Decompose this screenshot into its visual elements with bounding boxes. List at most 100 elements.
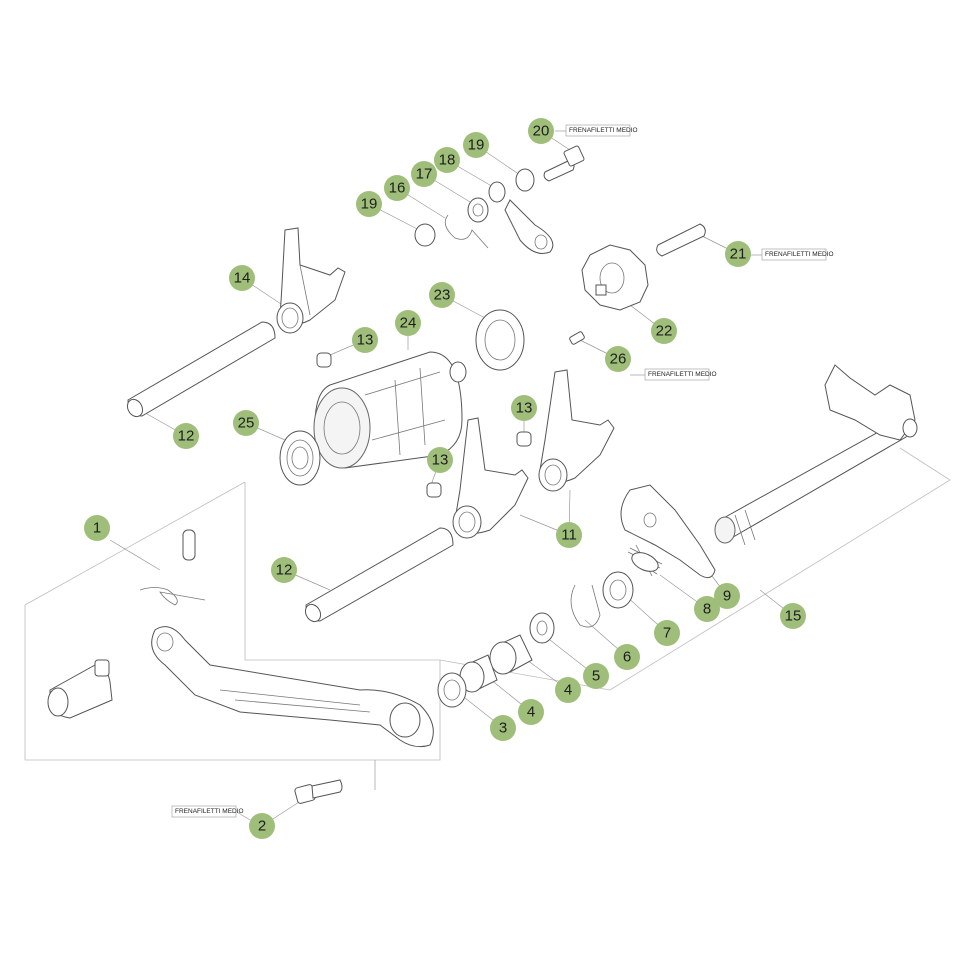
callout-number: 14 xyxy=(234,270,251,287)
callout-20: 20 xyxy=(528,118,554,144)
screw-21 xyxy=(656,223,706,257)
callout-number: 2 xyxy=(258,818,266,835)
callout-circle xyxy=(518,699,544,725)
callout-15: 15 xyxy=(780,603,806,629)
callout-number: 19 xyxy=(361,196,378,213)
callout-25: 25 xyxy=(233,410,259,436)
callout-circle xyxy=(463,132,489,158)
callout-circle xyxy=(605,346,631,372)
callout-number: 13 xyxy=(516,400,533,417)
notes: FRENAFILETTI MEDIO FRENAFILETTI MEDIO FR… xyxy=(171,124,834,818)
callout-13: 13 xyxy=(352,327,378,353)
callout-7: 7 xyxy=(654,620,680,646)
callout-circle xyxy=(271,557,297,583)
selector-drum xyxy=(313,351,467,469)
callout-circle xyxy=(352,327,378,353)
callout-circle xyxy=(229,265,255,291)
callout-number: 8 xyxy=(703,601,711,618)
callout-circle xyxy=(780,603,806,629)
callout-4: 4 xyxy=(555,677,581,703)
callout-circle xyxy=(614,644,640,670)
callout-number: 1 xyxy=(93,520,101,537)
callout-circle xyxy=(725,241,751,267)
callout-circle xyxy=(233,410,259,436)
callout-number: 12 xyxy=(178,428,195,445)
callout-number: 13 xyxy=(357,332,374,349)
note-box xyxy=(644,368,710,381)
callout-number: 4 xyxy=(564,682,572,699)
callout-13: 13 xyxy=(511,395,537,421)
callout-12: 12 xyxy=(271,557,297,583)
note-box xyxy=(565,124,631,137)
screw-26 xyxy=(569,331,585,345)
callout-19: 19 xyxy=(463,132,489,158)
callout-number: 6 xyxy=(623,649,631,666)
note-threadlocker-20: FRENAFILETTI MEDIO xyxy=(565,124,638,137)
callout-number: 19 xyxy=(468,137,485,154)
parts xyxy=(47,145,918,804)
callout-number: 25 xyxy=(238,415,255,432)
note-text: FRENAFILETTI MEDIO xyxy=(648,371,717,378)
callout-21: 21 xyxy=(725,241,751,267)
callout-circle xyxy=(173,423,199,449)
shift-shaft-15 xyxy=(714,364,918,546)
note-text: FRENAFILETTI MEDIO xyxy=(765,251,834,258)
callout-number: 18 xyxy=(439,152,456,169)
shift-fork-upper xyxy=(276,227,346,334)
callout-2: 2 xyxy=(249,813,275,839)
note-box xyxy=(761,248,827,261)
callout-number: 3 xyxy=(499,720,507,737)
callout-number: 13 xyxy=(432,452,449,469)
small-hardware xyxy=(414,168,535,249)
callout-24: 24 xyxy=(395,310,421,336)
bolt-2 xyxy=(294,779,343,804)
callout-circle xyxy=(583,663,609,689)
callout-number: 12 xyxy=(276,562,293,579)
callout-circle xyxy=(714,583,740,609)
callout-number: 26 xyxy=(610,351,627,368)
callout-12: 12 xyxy=(173,423,199,449)
callout-number: 23 xyxy=(434,287,451,304)
callout-circle xyxy=(511,395,537,421)
callout-number: 5 xyxy=(592,668,600,685)
callout-circle xyxy=(356,191,382,217)
guide-pins xyxy=(316,352,532,498)
callout-circle xyxy=(651,318,677,344)
callout-23: 23 xyxy=(429,282,455,308)
callout-number: 4 xyxy=(527,704,535,721)
callout-circle xyxy=(490,715,516,741)
callout-circle xyxy=(555,677,581,703)
callout-13: 13 xyxy=(427,447,453,473)
note-text: FRENAFILETTI MEDIO xyxy=(175,808,244,815)
callout-16: 16 xyxy=(384,175,410,201)
callout-circle xyxy=(411,161,437,187)
callout-19: 19 xyxy=(356,191,382,217)
ratchet-plate-9 xyxy=(620,484,716,579)
callout-number: 9 xyxy=(723,588,731,605)
callout-circle xyxy=(434,147,460,173)
bearing-25 xyxy=(279,430,321,486)
callout-18: 18 xyxy=(434,147,460,173)
callout-number: 20 xyxy=(533,123,550,140)
callout-circle xyxy=(694,596,720,622)
callout-circle xyxy=(427,447,453,473)
callout-number: 11 xyxy=(561,527,577,544)
callout-number: 15 xyxy=(785,608,802,625)
note-text: FRENAFILETTI MEDIO xyxy=(569,127,638,134)
callout-6: 6 xyxy=(614,644,640,670)
callout-26: 26 xyxy=(605,346,631,372)
note-threadlocker-21: FRENAFILETTI MEDIO xyxy=(761,248,834,261)
callout-8: 8 xyxy=(694,596,720,622)
callout-circle xyxy=(654,620,680,646)
callout-circle xyxy=(384,175,410,201)
callout-14: 14 xyxy=(229,265,255,291)
note-threadlocker-2: FRENAFILETTI MEDIO xyxy=(171,805,244,818)
callout-circle xyxy=(429,282,455,308)
shift-rod-upper xyxy=(126,321,276,418)
shift-rod-lower xyxy=(304,527,454,623)
callout-number: 16 xyxy=(389,180,406,197)
note-box xyxy=(171,805,237,818)
note-threadlocker-26: FRENAFILETTI MEDIO xyxy=(644,368,717,381)
callout-4: 4 xyxy=(518,699,544,725)
